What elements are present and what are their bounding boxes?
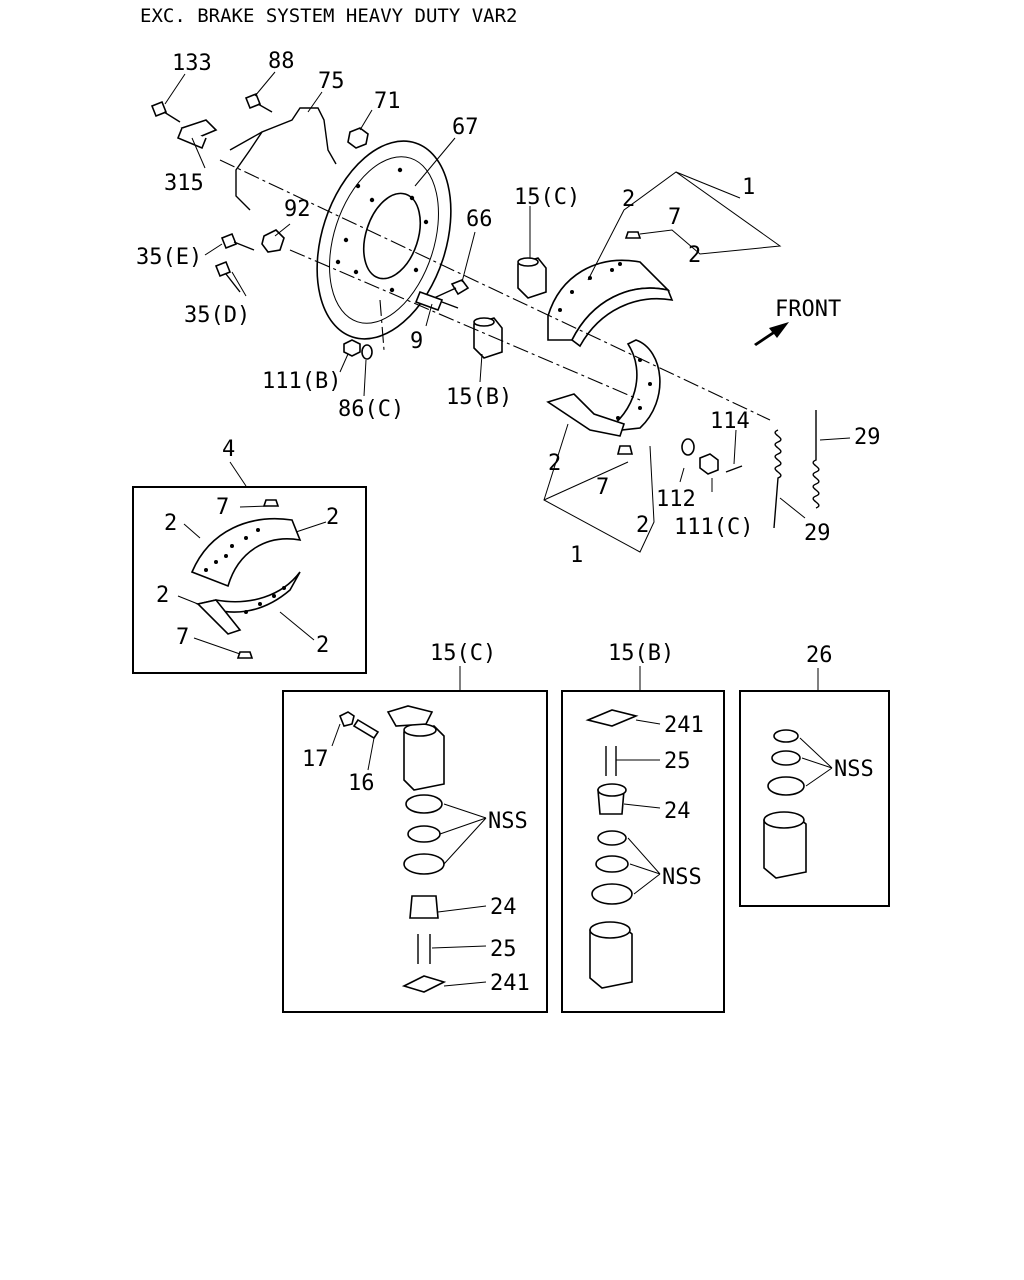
callout-35d: 35(D) <box>184 303 250 328</box>
callout-2-upper-a: 2 <box>622 187 635 212</box>
washer-86c <box>361 344 373 360</box>
kit-lining-box <box>132 486 367 674</box>
callout-7-lower: 7 <box>596 475 609 500</box>
callout-2-lower-a: 2 <box>548 451 561 476</box>
kit-lining-ref: 4 <box>222 437 235 462</box>
kit-15c-241: 241 <box>490 971 530 996</box>
bolt-35d <box>214 260 241 293</box>
kit-lining-2-bl: 2 <box>156 583 169 608</box>
callout-15b: 15(B) <box>446 385 512 410</box>
kit-lining-2-tr: 2 <box>326 505 339 530</box>
bracket-315 <box>176 119 218 150</box>
kit-15b-nss: NSS <box>662 865 702 890</box>
kit-26-box <box>739 690 890 907</box>
kit-15b-box <box>561 690 725 1013</box>
bolt-88 <box>244 92 273 113</box>
kit-15c-24: 24 <box>490 895 517 920</box>
clip-92 <box>261 229 285 253</box>
callout-29-lower: 29 <box>804 521 831 546</box>
kit-15b-24: 24 <box>664 799 691 824</box>
callout-66: 66 <box>466 207 493 232</box>
callout-1-upper: 1 <box>742 175 755 200</box>
kit-15c-box <box>282 690 548 1013</box>
nut-71 <box>347 127 369 149</box>
callout-35e: 35(E) <box>136 245 202 270</box>
kit-15c-nss: NSS <box>488 809 528 834</box>
callout-7-upper: 7 <box>668 205 681 230</box>
pin-114 <box>725 465 743 473</box>
backing-plate <box>316 140 452 340</box>
bolt-133 <box>150 100 181 123</box>
front-label: FRONT <box>775 297 841 322</box>
diagram-title: EXC. BRAKE SYSTEM HEAVY DUTY VAR2 <box>140 5 518 27</box>
callout-111c: 111(C) <box>674 515 753 540</box>
callout-114: 114 <box>710 409 750 434</box>
return-spring-29 <box>773 410 820 529</box>
kit-15b-ref: 15(B) <box>608 641 674 666</box>
kit-15b-25: 25 <box>664 749 691 774</box>
wheel-cylinder-15c <box>517 257 547 299</box>
callout-133: 133 <box>172 51 212 76</box>
kit-15b-241: 241 <box>664 713 704 738</box>
kit-lining: 4 7 2 2 2 2 7 <box>132 437 367 674</box>
callout-2-lower-b: 2 <box>636 513 649 538</box>
kit-26: 26 NSS <box>739 643 890 907</box>
callout-9: 9 <box>410 329 423 354</box>
callout-75: 75 <box>318 69 345 94</box>
callout-112: 112 <box>656 487 696 512</box>
kit-lining-7-bot: 7 <box>176 625 189 650</box>
brake-pipe <box>235 107 337 211</box>
bolt-35e <box>220 232 255 251</box>
nut-111b <box>343 339 361 357</box>
callout-88: 88 <box>268 49 295 74</box>
bolt-66 <box>433 279 470 299</box>
kit-26-nss: NSS <box>834 757 874 782</box>
callout-92: 92 <box>284 197 311 222</box>
callout-1-lower: 1 <box>570 543 583 568</box>
front-arrow: FRONT <box>754 297 841 346</box>
nut-111c <box>699 453 719 475</box>
kit-lining-2-br: 2 <box>316 633 329 658</box>
wheel-cylinder-15b <box>473 317 503 359</box>
adjuster-9 <box>414 290 459 312</box>
kit-26-ref: 26 <box>806 643 833 668</box>
kit-15c-17: 17 <box>302 747 329 772</box>
callout-15c: 15(C) <box>514 185 580 210</box>
callout-67: 67 <box>452 115 479 140</box>
kit-15c: 15(C) 17 16 NSS 24 25 241 <box>282 641 548 1013</box>
callout-2-upper-b: 2 <box>688 243 701 268</box>
kit-lining-7-top: 7 <box>216 495 229 520</box>
callout-86c: 86(C) <box>338 397 404 422</box>
kit-15c-ref: 15(C) <box>430 641 496 666</box>
main-assembly: FRONT 133 88 75 <box>136 49 881 568</box>
kit-lining-2-tl: 2 <box>164 511 177 536</box>
upper-brake-shoe <box>547 231 674 348</box>
washer-112 <box>681 438 695 456</box>
lower-brake-shoe <box>546 339 661 455</box>
callout-29-right: 29 <box>854 425 881 450</box>
kit-15b: 15(B) 241 25 24 NSS <box>561 641 725 1013</box>
kit-15c-16: 16 <box>348 771 375 796</box>
callout-111b: 111(B) <box>262 369 341 394</box>
callout-315: 315 <box>164 171 204 196</box>
callout-71: 71 <box>374 89 401 114</box>
kit-15c-25: 25 <box>490 937 517 962</box>
